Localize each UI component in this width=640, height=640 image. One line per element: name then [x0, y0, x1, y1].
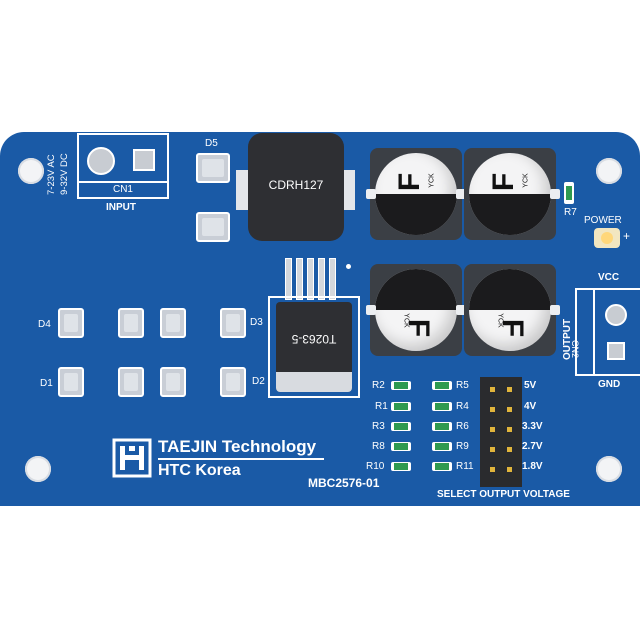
power-plus: +	[623, 229, 631, 243]
voltage-label: 4V	[524, 401, 537, 412]
model-number: MBC2576-01	[308, 476, 380, 490]
d2-label: D2	[252, 376, 265, 387]
regulator-outline	[268, 296, 360, 398]
mounting-hole	[25, 456, 51, 482]
resistor	[432, 462, 452, 471]
resistor-label: R1	[375, 401, 388, 412]
vcc-label: VCC	[598, 272, 620, 283]
d1-pad	[58, 367, 84, 397]
resistor-label: R10	[366, 461, 385, 472]
company-name: TAEJIN Technology	[158, 437, 317, 456]
input-spec-dc: 9-32V DC	[59, 153, 70, 195]
r7-resistor	[564, 182, 574, 204]
cn1-connector: CN1	[77, 133, 169, 199]
regulator-label: T0263-5	[291, 332, 337, 346]
resistor-label: R5	[456, 380, 469, 391]
resistor	[391, 422, 411, 431]
gnd-label: GND	[598, 379, 621, 390]
mounting-hole	[596, 456, 622, 482]
capacitor: F YCK	[464, 148, 560, 240]
inductor-pad	[341, 170, 355, 210]
capacitor: F YCK	[366, 148, 466, 240]
resistor-label: R6	[456, 421, 469, 432]
d4-pad	[58, 308, 84, 338]
terminal-screw	[605, 304, 627, 326]
inductor-label: CDRH127	[268, 178, 324, 192]
resistor	[432, 381, 452, 390]
d4-pad	[118, 308, 144, 338]
resistor-label: R11	[456, 461, 474, 472]
company-sub: HTC Korea	[158, 462, 241, 479]
voltage-label: 2.7V	[522, 441, 543, 452]
resistor-label: R4	[456, 401, 469, 412]
r7-label: R7	[564, 207, 577, 218]
mounting-hole	[596, 158, 622, 184]
company-logo	[112, 438, 152, 478]
capacitor: F YCK	[464, 264, 560, 356]
resistor	[391, 462, 411, 471]
resistor	[432, 422, 452, 431]
d1-pad	[118, 367, 144, 397]
voltage-label: 5V	[524, 380, 537, 391]
select-output-label: SELECT OUTPUT VOLTAGE	[437, 489, 570, 500]
terminal-pad	[607, 342, 625, 360]
regulator-chip: T0263-5	[276, 302, 352, 392]
input-spec-ac: 7-23V AC	[46, 154, 57, 195]
cn1-label: CN1	[112, 184, 133, 195]
d2-pad	[220, 367, 246, 397]
d3-pad	[220, 308, 246, 338]
logo-divider	[158, 458, 324, 460]
capacitor: F YCK	[366, 264, 466, 356]
d2-pad	[160, 367, 186, 397]
pin1-dot	[346, 264, 351, 269]
d5-pad	[196, 153, 230, 183]
resistor	[432, 402, 452, 411]
d3-pad	[160, 308, 186, 338]
terminal-screw	[87, 147, 115, 175]
d4-label: D4	[38, 319, 51, 330]
resistor-label: R3	[372, 421, 385, 432]
resistor-label: R8	[372, 441, 385, 452]
d5-pad	[196, 212, 230, 242]
cn2-connector: CN2	[570, 288, 640, 376]
resistor	[432, 442, 452, 451]
voltage-label: 1.8V	[522, 461, 543, 472]
inductor-pad	[236, 170, 250, 210]
voltage-label: 3.3V	[522, 421, 543, 432]
resistor-label: R2	[372, 380, 385, 391]
voltage-jumper-header[interactable]	[480, 377, 522, 487]
cn2-label: CN2	[570, 340, 580, 359]
resistor-label: R9	[456, 441, 469, 452]
regulator-leads	[281, 258, 343, 300]
power-led	[594, 228, 620, 248]
d1-label: D1	[40, 378, 53, 389]
resistor	[391, 442, 411, 451]
resistor	[391, 381, 411, 390]
inductor: CDRH127	[248, 133, 344, 241]
power-label: POWER	[584, 215, 622, 226]
resistor	[391, 402, 411, 411]
d3-label: D3	[250, 317, 263, 328]
d5-label: D5	[205, 138, 218, 149]
mounting-hole	[18, 158, 44, 184]
terminal-pad	[133, 149, 155, 171]
input-label: INPUT	[106, 202, 136, 213]
